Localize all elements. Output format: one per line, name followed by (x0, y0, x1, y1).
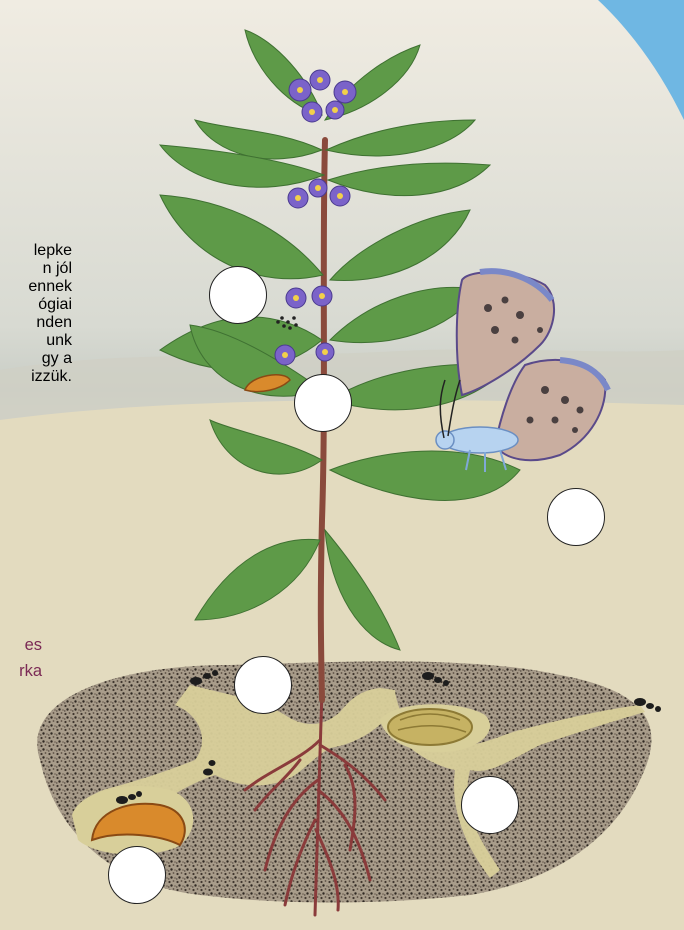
intro-line: izzük. (0, 368, 72, 386)
label-circle-1[interactable] (209, 266, 267, 324)
label-circle-6[interactable] (108, 846, 166, 904)
caption-line: es (0, 632, 42, 658)
intro-line: ennek (0, 278, 72, 296)
label-circle-5[interactable] (461, 776, 519, 834)
label-circle-2[interactable] (294, 374, 352, 432)
intro-line: n jól (0, 260, 72, 278)
intro-line: unk (0, 332, 72, 350)
label-circle-3[interactable] (547, 488, 605, 546)
caption-text: es rka (0, 632, 42, 684)
intro-line: gy a (0, 350, 72, 368)
label-circle-4[interactable] (234, 656, 292, 714)
intro-text: lepke n jól ennek ógiai nden unk gy a iz… (0, 242, 72, 386)
caption-line: rka (0, 658, 42, 684)
intro-line: nden (0, 314, 72, 332)
intro-line: lepke (0, 242, 72, 260)
intro-line: ógiai (0, 296, 72, 314)
